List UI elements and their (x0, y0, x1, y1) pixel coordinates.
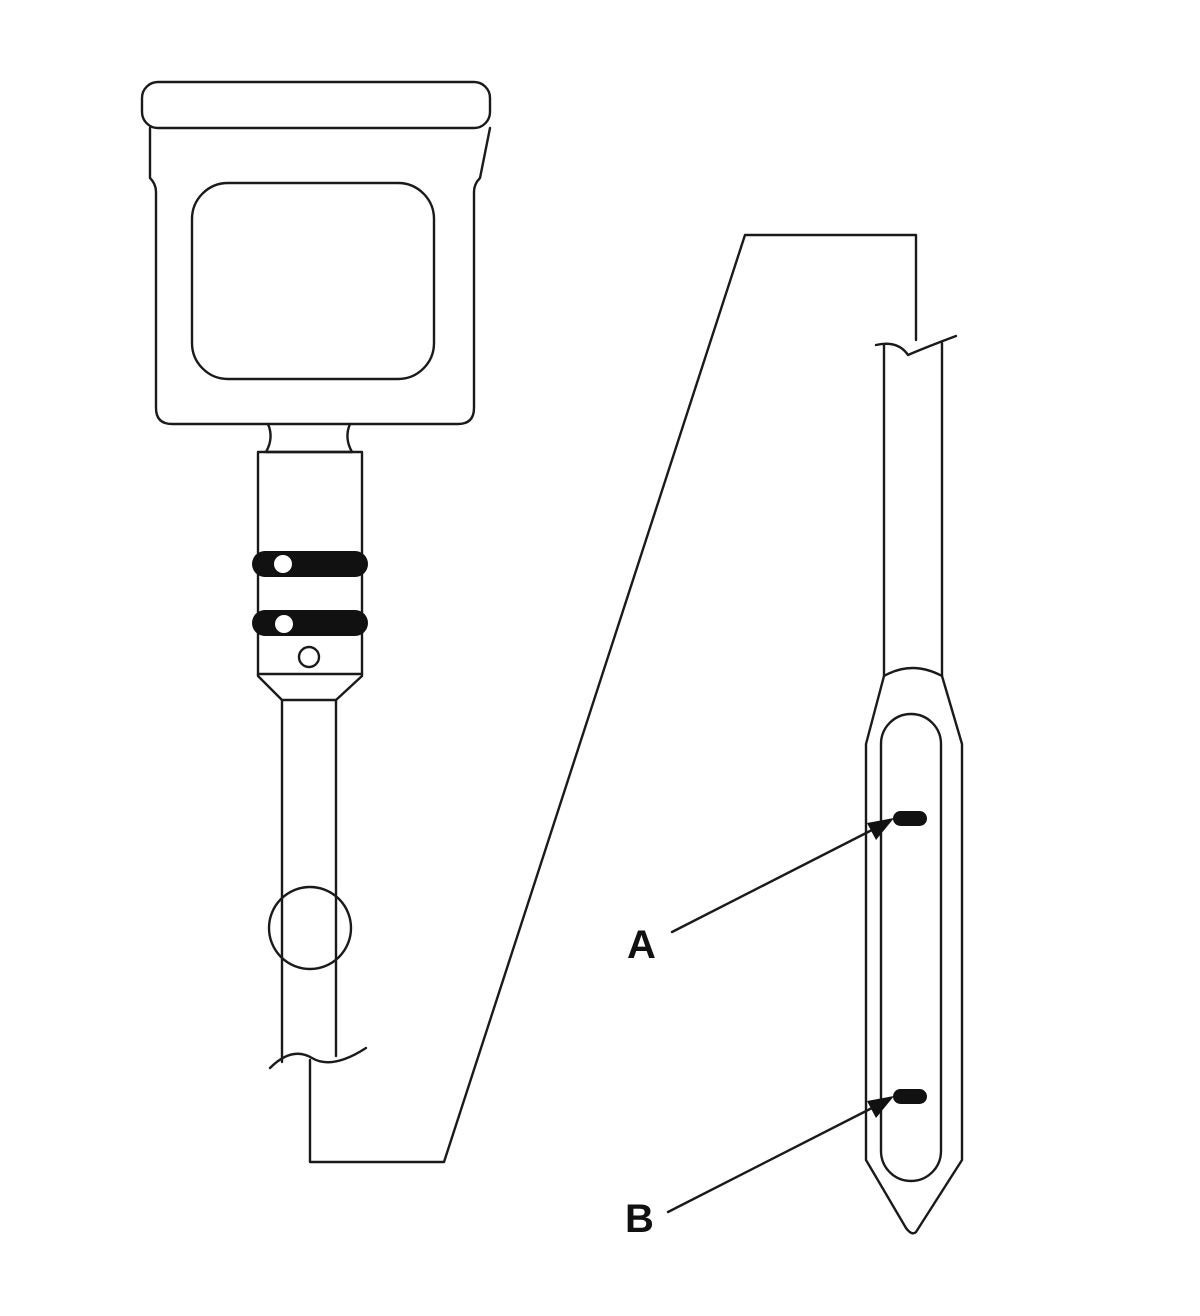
o-ring-lower (252, 610, 368, 636)
continuation-connector (308, 233, 918, 1164)
callout-a: A (627, 818, 894, 967)
blade-inner-slot (879, 712, 943, 1183)
o-ring-upper (252, 551, 368, 577)
callout-b-arrowhead (867, 1096, 894, 1118)
dipstick-lower-shaft (874, 334, 958, 678)
dipstick-neck (252, 422, 368, 702)
handle-collar (264, 422, 354, 454)
upper-shaft-break-line (268, 1046, 368, 1070)
handle-body (148, 126, 492, 426)
callout-b-leader (666, 1106, 874, 1214)
handle-grip-window (190, 181, 436, 381)
blade-outline (864, 666, 964, 1235)
callout-b-label: B (625, 1197, 654, 1241)
handle-top-cap (140, 80, 492, 130)
dipstick-blade (864, 666, 964, 1235)
dipstick-handle (140, 80, 492, 426)
callout-a-label: A (627, 923, 656, 967)
dipstick-upper-shaft (267, 698, 368, 1070)
lower-level-mark (893, 1089, 927, 1104)
o-ring-lower-highlight (275, 615, 293, 633)
neck-hole (297, 645, 321, 669)
callout-b: B (625, 1096, 894, 1241)
shaft-stopper-ball (267, 885, 353, 971)
callout-a-leader (670, 828, 874, 934)
o-ring-upper-highlight (274, 555, 292, 573)
lower-shaft-break-line (874, 334, 958, 357)
callout-a-arrowhead (867, 818, 894, 840)
upper-level-mark (893, 811, 927, 826)
